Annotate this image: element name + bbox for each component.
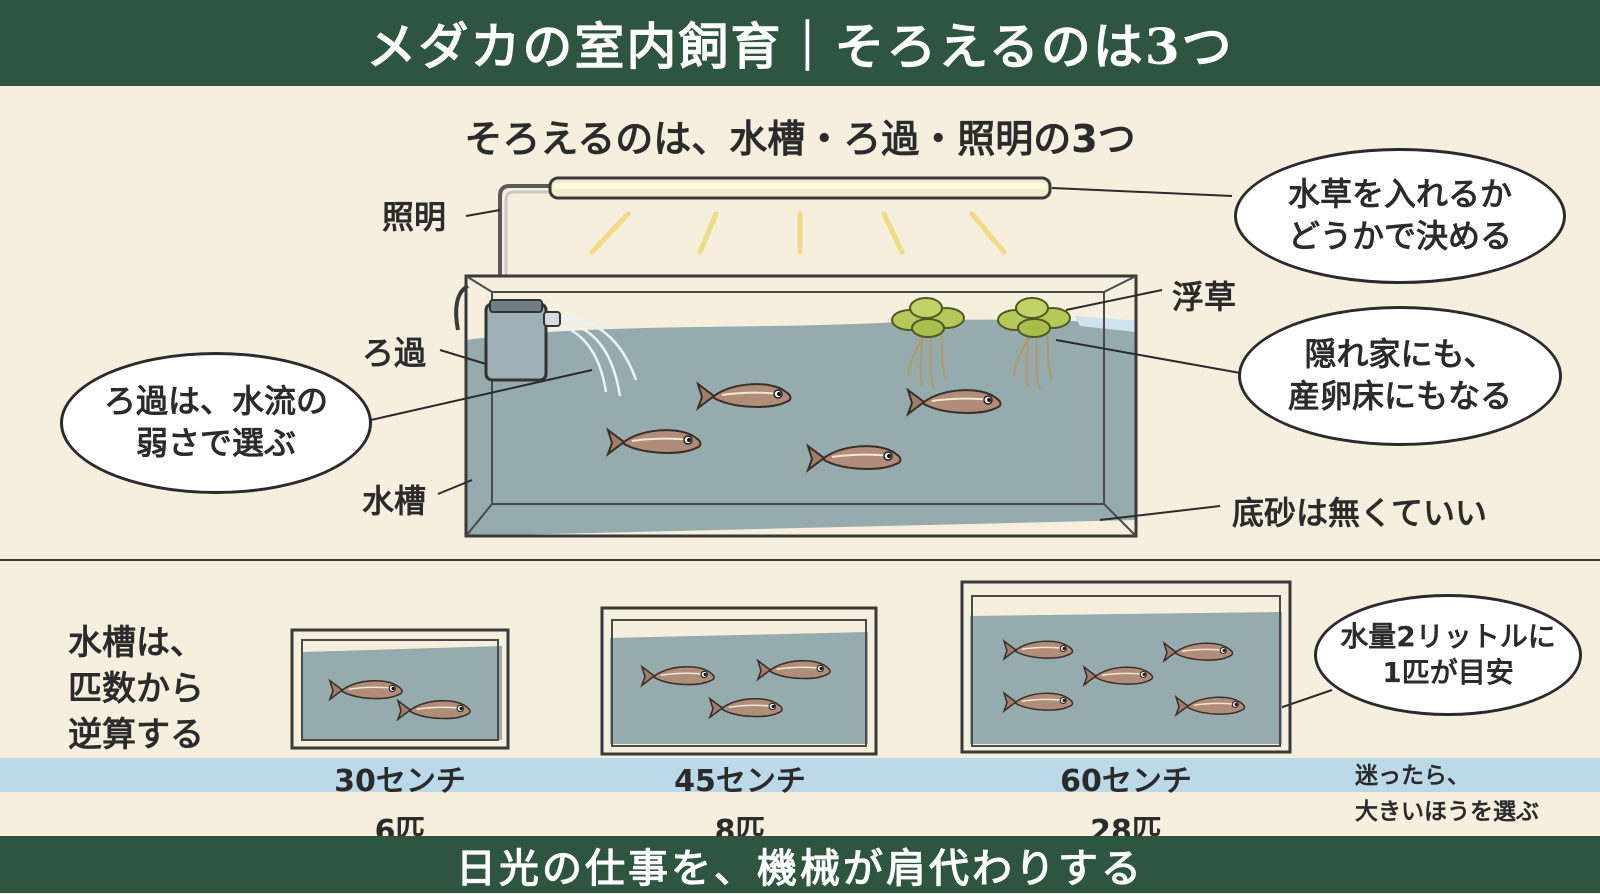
- label-floating-plant: 浮草: [1172, 278, 1237, 316]
- subtitle: そろえるのは、水槽・ろ過・照明の3つ: [464, 117, 1136, 161]
- bubble-plants: 水草を入れるかどうかで決める: [1234, 148, 1566, 284]
- tank-30-size: 30センチ: [334, 764, 466, 799]
- label-tank: 水槽: [362, 482, 427, 520]
- tank-sizing-line2: 匹数から: [68, 669, 204, 709]
- bubble-plants-line1: 水草を入れるか: [1287, 175, 1512, 214]
- bubble-plants-line2: どうかで決める: [1287, 217, 1512, 255]
- tank-60-size: 60センチ: [1060, 764, 1192, 799]
- bubble-hiding-line2: 産卵床にもなる: [1287, 377, 1512, 415]
- tank-sizing-line1: 水槽は、: [68, 623, 204, 663]
- footer-caption: 日光の仕事を、機械が肩代わりする: [0, 836, 1600, 893]
- tank-sizing-copy: 水槽は、 匹数から 逆算する: [68, 620, 204, 758]
- tank-sizing-line3: 逆算する: [68, 715, 204, 755]
- choice-hint: 迷ったら、 大きいほうを選ぶ: [1355, 758, 1539, 830]
- section-divider: [0, 559, 1600, 561]
- choice-hint-line1: 迷ったら、: [1355, 763, 1470, 789]
- bubble-volume-line1: 水量2リットルに: [1340, 619, 1556, 653]
- size-band: [0, 758, 1600, 792]
- bubble-hiding-line1: 隠れ家にも、: [1304, 335, 1496, 374]
- bubble-filter-line1: ろ過は、水流の: [103, 382, 328, 421]
- label-filter: ろ過: [362, 334, 427, 372]
- sand-note: 底砂は無くていい: [1232, 494, 1488, 532]
- bubble-filter: ろ過は、水流の弱さで選ぶ: [60, 352, 372, 494]
- bubble-volume-line2: 1匹が目安: [1382, 656, 1514, 689]
- choice-hint-line2: 大きいほうを選ぶ: [1355, 799, 1539, 825]
- header-title: メダカの室内飼育｜そろえるのは3つ: [0, 0, 1600, 86]
- bubble-filter-line2: 弱さで選ぶ: [135, 424, 296, 462]
- tank-45-size: 45センチ: [674, 764, 806, 799]
- label-lighting: 照明: [382, 198, 447, 236]
- bubble-hiding: 隠れ家にも、産卵床にもなる: [1238, 306, 1562, 446]
